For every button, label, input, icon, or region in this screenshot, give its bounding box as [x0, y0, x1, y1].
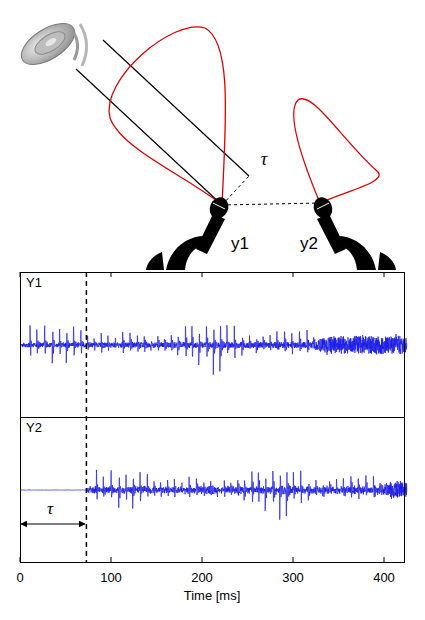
baseline: [222, 203, 320, 205]
axis-title: Time [ms]: [184, 589, 241, 603]
tick: [293, 557, 294, 562]
polar-pattern: [109, 27, 225, 205]
panel-label: Y2: [25, 421, 43, 435]
delay-symbol: τ: [47, 500, 53, 519]
beam-line: [76, 69, 222, 205]
tick: [202, 557, 203, 562]
polar-pattern: [294, 99, 379, 203]
microphone: [310, 194, 396, 270]
tick: [111, 557, 112, 562]
waveform: [20, 325, 407, 374]
mic-name: y1: [231, 235, 249, 254]
loudspeaker: [15, 15, 87, 72]
signal-panel: Y2: [20, 417, 405, 563]
tick-label: 300: [282, 571, 304, 585]
tick: [384, 557, 385, 562]
waveforms: [20, 325, 407, 519]
mic-name: y2: [300, 235, 318, 254]
microphone: [146, 194, 232, 270]
signal-panel: Y1: [20, 272, 405, 418]
delay-symbol: τ: [261, 150, 267, 170]
tick-label: 200: [191, 571, 213, 585]
delay-arrow: [21, 524, 85, 525]
waveform: [20, 470, 407, 520]
beam-line: [103, 40, 249, 176]
tick-label: 100: [100, 571, 122, 585]
tick-label: 400: [373, 571, 395, 585]
tick-label: 0: [16, 571, 23, 585]
panel-label: Y1: [25, 276, 43, 290]
